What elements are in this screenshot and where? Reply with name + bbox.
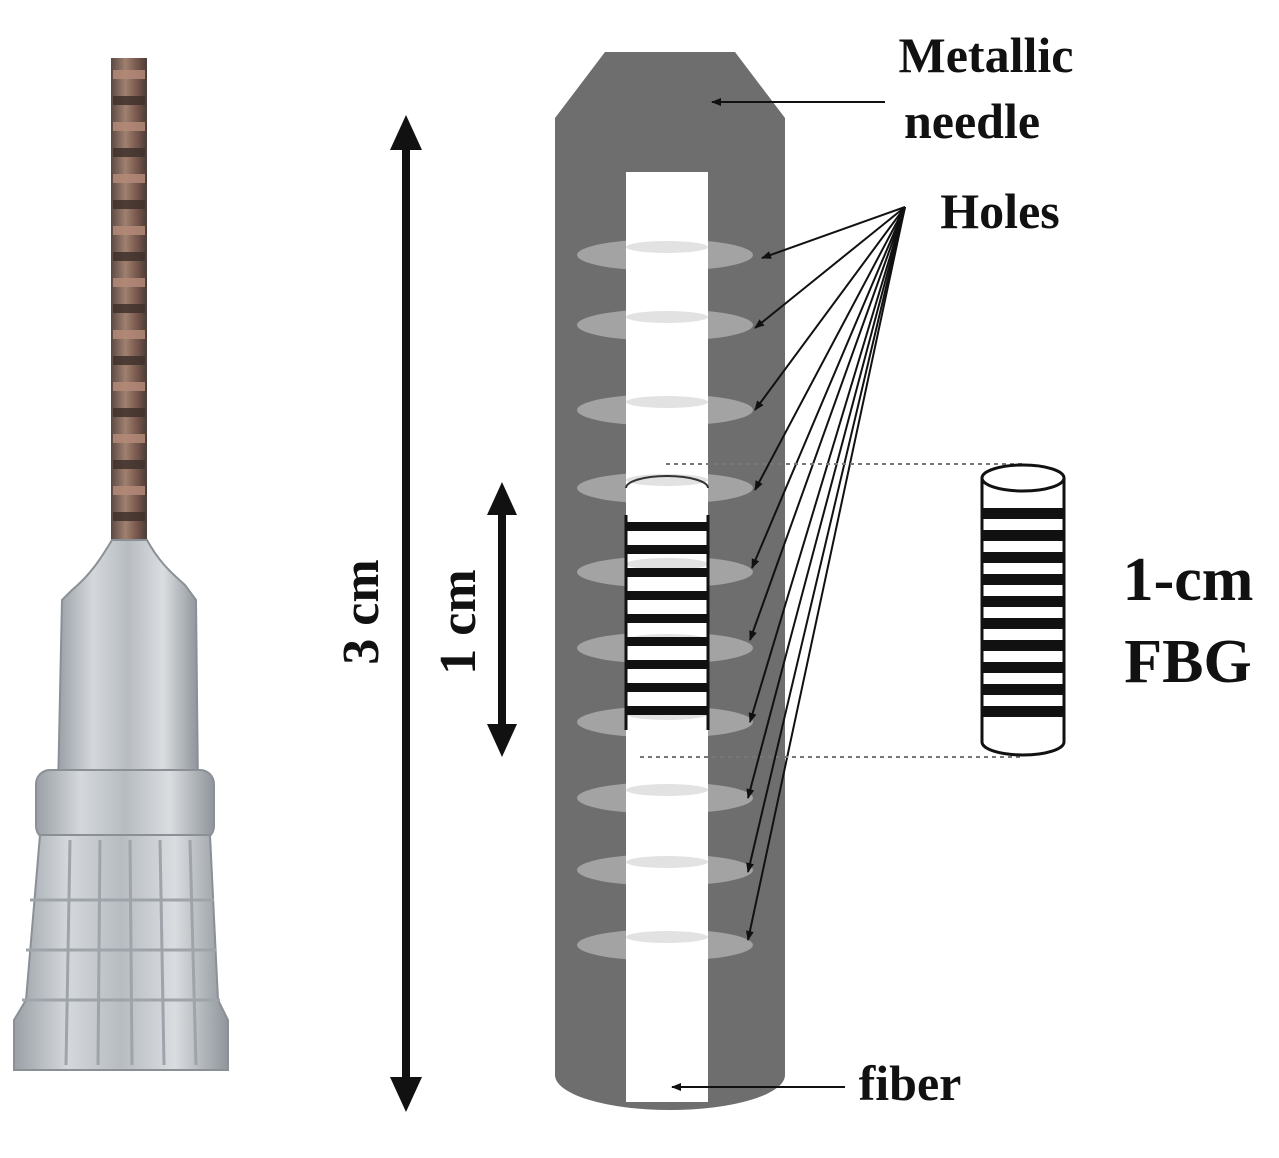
hole-pointer-4 — [754, 206, 906, 491]
fbg-detail-stripe-3 — [982, 552, 1064, 563]
shaft-mark-13 — [113, 382, 145, 391]
hole-5-through-fiber — [626, 558, 708, 570]
fbg-label: FBG — [1124, 628, 1251, 696]
dimension-1cm-arrowhead-bottom — [487, 724, 517, 757]
holes-label: Holes — [940, 183, 1059, 239]
hole-1-through-fiber — [626, 241, 708, 253]
grating-stripe-5 — [626, 614, 708, 623]
dimension-3cm-arrowhead-top — [390, 115, 422, 150]
shaft-mark-6 — [113, 200, 145, 209]
fbg-detail-stripe-6 — [982, 618, 1064, 629]
shaft-mark-8 — [113, 252, 145, 261]
shaft-mark-1 — [113, 70, 145, 79]
metallic-needle-schematic — [555, 52, 785, 1110]
grating-top-cap — [625, 475, 709, 489]
grating-stripe-8 — [626, 683, 708, 692]
shaft-mark-9 — [113, 278, 145, 287]
fbg-detail-stripe-10 — [982, 706, 1064, 717]
shaft-mark-14 — [113, 408, 145, 417]
fbg-detail-stripe-7 — [982, 640, 1064, 651]
hole-pointer-3 — [754, 206, 906, 411]
grating-stripe-3 — [626, 568, 708, 577]
shaft-mark-12 — [113, 356, 145, 365]
hole-pointer-9 — [746, 206, 906, 873]
shaft-mark-16 — [113, 460, 145, 469]
fbg-detail-stripe-5 — [982, 596, 1064, 607]
dimension-3cm-label: 3 cm — [333, 559, 390, 664]
fbg-size-label: 1-cm — [1123, 546, 1254, 614]
needle-label: needle — [904, 93, 1040, 149]
shaft-mark-2 — [113, 96, 145, 105]
fiber-end — [626, 1078, 708, 1102]
needle-photo-ribs — [22, 839, 220, 1066]
shaft-mark-7 — [113, 226, 145, 235]
dimension-3cm-arrowhead-bottom — [390, 1077, 422, 1112]
shaft-mark-5 — [113, 174, 145, 183]
shaft-mark-4 — [113, 148, 145, 157]
hole-pointer-1 — [761, 206, 906, 259]
grating-stripe-7 — [626, 660, 708, 669]
needle-photo-shaft-marks — [113, 70, 145, 521]
needle-photo-hub-upper — [56, 539, 200, 791]
grating-stripe-9 — [626, 706, 708, 715]
dimension-1cm-arrowhead-top — [487, 482, 517, 515]
hole-pointer-2 — [754, 206, 906, 329]
fbg-detail-stripe-9 — [982, 684, 1064, 695]
hole-8-through-fiber — [626, 784, 708, 796]
fbg-detail-stripe-2 — [982, 530, 1064, 541]
hole-10-through-fiber — [626, 931, 708, 943]
shaft-mark-10 — [113, 304, 145, 313]
dimension-3cm — [390, 115, 422, 1112]
fbg-detail-top — [980, 463, 1066, 493]
grating-stripe-4 — [626, 591, 708, 600]
grating-stripe-6 — [626, 637, 708, 646]
fbg-detail-stripes — [982, 508, 1064, 717]
fbg-detail-stripe-1 — [982, 508, 1064, 519]
shaft-mark-3 — [113, 122, 145, 131]
fiber-label: fiber — [859, 1055, 962, 1111]
shaft-mark-17 — [113, 486, 145, 495]
shaft-mark-11 — [113, 330, 145, 339]
dimension-1cm-label: 1 cm — [430, 569, 487, 674]
hole-pointer-10 — [745, 206, 906, 941]
grating-stripe-1 — [626, 522, 708, 531]
fbg-grating-in-needle — [624, 515, 710, 730]
shaft-mark-18 — [113, 512, 145, 521]
grating-stripe-2 — [626, 545, 708, 554]
fbg-detail-stripe-4 — [982, 574, 1064, 585]
hole-9-through-fiber — [626, 856, 708, 868]
needle-photo — [13, 58, 229, 1071]
hole-pointer-6 — [749, 206, 906, 641]
hole-pointer-8 — [746, 206, 906, 799]
needle-photo-hub-collar — [35, 769, 215, 841]
hole-3-through-fiber — [626, 396, 708, 408]
fbg-detail-stripe-8 — [982, 662, 1064, 673]
dimension-1cm — [487, 482, 517, 757]
hole-2-through-fiber — [626, 311, 708, 323]
shaft-mark-15 — [113, 434, 145, 443]
metallic-label: Metallic — [899, 27, 1074, 83]
hole-pointer-5 — [751, 206, 906, 569]
fbg-detail — [980, 463, 1066, 757]
